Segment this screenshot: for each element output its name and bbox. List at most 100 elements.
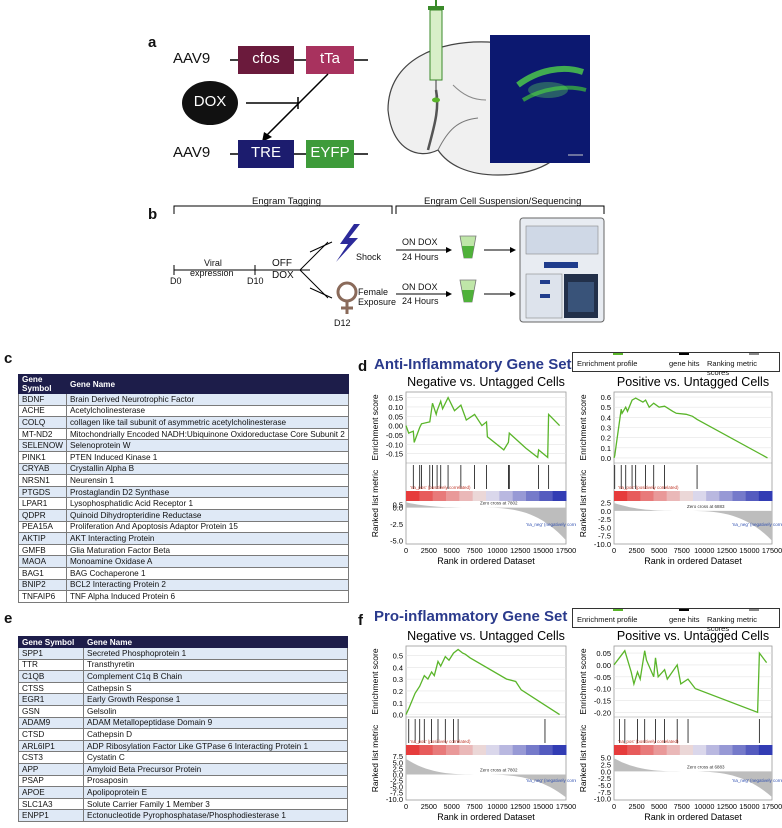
rank-y-tick-label: -10.0 — [594, 795, 611, 804]
y-tick-label: 0.5 — [393, 651, 403, 660]
suspension-sequencing-label: Engram Cell Suspension/Sequencing — [424, 196, 582, 207]
rank-axis-label: Ranked list metric — [370, 724, 380, 792]
rank-color-segment — [432, 745, 447, 755]
x-tick-label: 15000 — [739, 802, 759, 811]
gene-name-cell: Monoamine Oxidase A — [65, 555, 349, 568]
gene-symbol-cell: TTR — [18, 658, 84, 672]
pro-inflammatory-set-title: Pro-inflammatory Gene Set — [374, 608, 568, 625]
gene-symbol-cell: SELENOW — [18, 439, 67, 452]
gene-symbol-cell: APOE — [18, 786, 84, 799]
y-tick-label: -0.05 — [386, 431, 403, 440]
neg-correlated-label: 'na_neg' (negatively correlated) — [526, 778, 576, 783]
rank-color-segment — [499, 745, 514, 755]
rank-y-tick-label: 0.0 — [393, 770, 403, 779]
neg-correlated-label: 'na_neg' (negatively correlated) — [732, 778, 782, 783]
vector1-name: AAV9 — [173, 50, 211, 67]
plot-frame — [405, 391, 567, 545]
rank-color-segment — [446, 745, 460, 755]
gene-name-cell: Cathepsin S — [83, 681, 348, 695]
gene-symbol-cell: COLQ — [18, 416, 67, 429]
rank-color-segment — [526, 491, 540, 501]
tta-label: tTa — [319, 50, 340, 67]
x-tick-label: 2500 — [628, 802, 644, 811]
rank-color-segment — [459, 745, 474, 755]
rank-color-segment — [512, 745, 527, 755]
vector2-name: AAV9 — [173, 144, 211, 161]
d0-label: D0 — [170, 276, 182, 286]
gene-symbol-cell: BNIP2 — [18, 578, 67, 592]
rank-color-segment — [719, 745, 733, 755]
gene-name-cell: Prostaglandin D2 Synthase — [65, 485, 349, 499]
gene-symbol-cell: NRSN1 — [18, 474, 67, 487]
gene-name-header: Gene Name — [83, 636, 348, 648]
gene-symbol-cell: CRYAB — [18, 462, 67, 476]
rank-y-tick-label: -2.5 — [598, 774, 611, 783]
rank-axis-label: Ranked list metric — [578, 469, 588, 537]
rank-color-segment — [526, 745, 540, 755]
gene-name-cell: Secreted Phosphoprotein 1 — [83, 647, 348, 660]
tta-box — [306, 46, 354, 74]
rank-color-segment — [486, 491, 500, 501]
rank-color-segment — [552, 491, 567, 501]
panel-a-label: a — [148, 34, 157, 51]
gene-symbol-cell: APP — [18, 762, 84, 776]
syringe-body — [429, 9, 443, 81]
gene-name-cell: Cathepsin D — [83, 728, 348, 741]
y-tick-label: 0.15 — [388, 394, 403, 403]
gene-symbol-cell: PTGDS — [18, 485, 67, 499]
enrichment-profile-line — [405, 396, 561, 459]
gene-name-cell: Gelsolin — [83, 704, 348, 718]
legend-ranking-metric: Ranking metric scores — [707, 615, 758, 633]
rank-axis-label: Ranked list metric — [370, 469, 380, 537]
gene-name-header: Gene Name — [65, 374, 349, 394]
gene-symbol-cell: MAOA — [18, 555, 67, 568]
gene-name-cell: Transthyretin — [83, 658, 348, 672]
x-tick-label: 5000 — [651, 802, 667, 811]
eyfp-label: EYFP — [310, 144, 350, 161]
rank-y-tick-label: 2.5 — [601, 761, 611, 770]
x-tick-label: 5000 — [651, 546, 667, 555]
gene-name-cell: Complement C1q B Chain — [83, 670, 348, 683]
y-tick-label: 0.3 — [393, 675, 403, 684]
eyfp-box — [306, 140, 354, 168]
gene-name-cell: ADP Ribosylation Factor Like GTPase 6 In… — [83, 739, 348, 753]
rank-color-segment — [706, 491, 720, 501]
y-tick-label: -0.10 — [594, 685, 611, 694]
gene-name-cell: Early Growth Response 1 — [83, 693, 348, 706]
x-tick-label: 10000 — [487, 802, 507, 811]
pos-correlated-label: 'na_pos' (positively correlated) — [618, 485, 679, 490]
x-axis-label: Rank in ordered Dataset — [644, 556, 742, 566]
x-tick-label: 12500 — [717, 802, 737, 811]
rank-color-segment — [745, 745, 760, 755]
dox-circle — [182, 81, 238, 125]
gene-symbol-cell: ACHE — [18, 404, 67, 418]
dox-label: DOX — [193, 93, 227, 110]
gene-name-cell: TNF Alpha Induced Protein 6 — [65, 590, 349, 603]
d12-label: D12 — [334, 318, 351, 328]
x-tick-label: 2500 — [421, 802, 437, 811]
gene-symbol-cell: EGR1 — [18, 693, 84, 706]
gsea-plot-f-negative: Negative vs. Untagged Cells0.50.40.30.20… — [370, 629, 576, 822]
gene-symbol-cell: CTSD — [18, 728, 84, 741]
rank-y-tick-label: 0.0 — [601, 507, 611, 516]
off-label: OFF — [272, 258, 292, 269]
hours-2-label: 24 Hours — [402, 296, 439, 306]
y-tick-label: 0.2 — [393, 687, 403, 696]
exposure-label: Exposure — [358, 297, 397, 307]
y-tick-label: 0.4 — [393, 663, 403, 672]
female-label: Female — [358, 287, 389, 297]
gene-name-cell: Quinoid Dihydropteridine Reductase — [65, 508, 349, 522]
legend-ranking-metric: Ranking metric scores — [707, 359, 758, 377]
